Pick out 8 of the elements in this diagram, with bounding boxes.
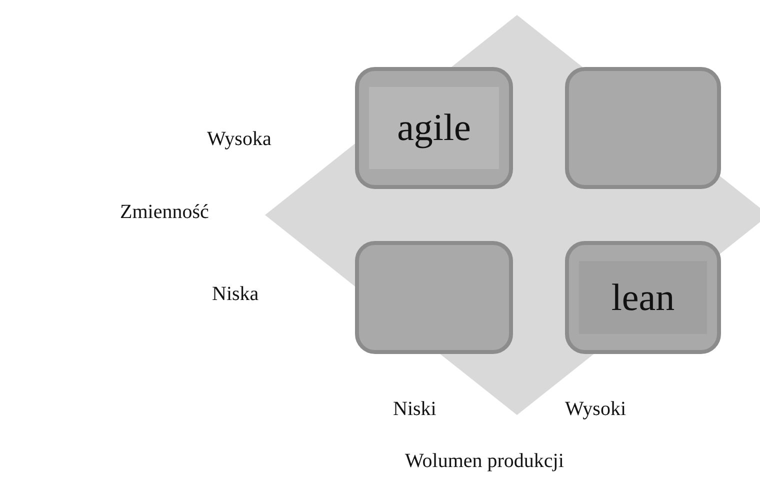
axis-title: Wolumen produkcji [405,450,564,473]
column-label: Wysoki [565,398,626,421]
row-label: Niska [212,283,259,306]
row-label: Wysoka [207,128,272,151]
cell-label: lean [611,276,675,320]
axis-title: Zmienność [120,201,209,224]
column-label: Niski [393,398,436,421]
cell-label: agile [397,106,471,150]
